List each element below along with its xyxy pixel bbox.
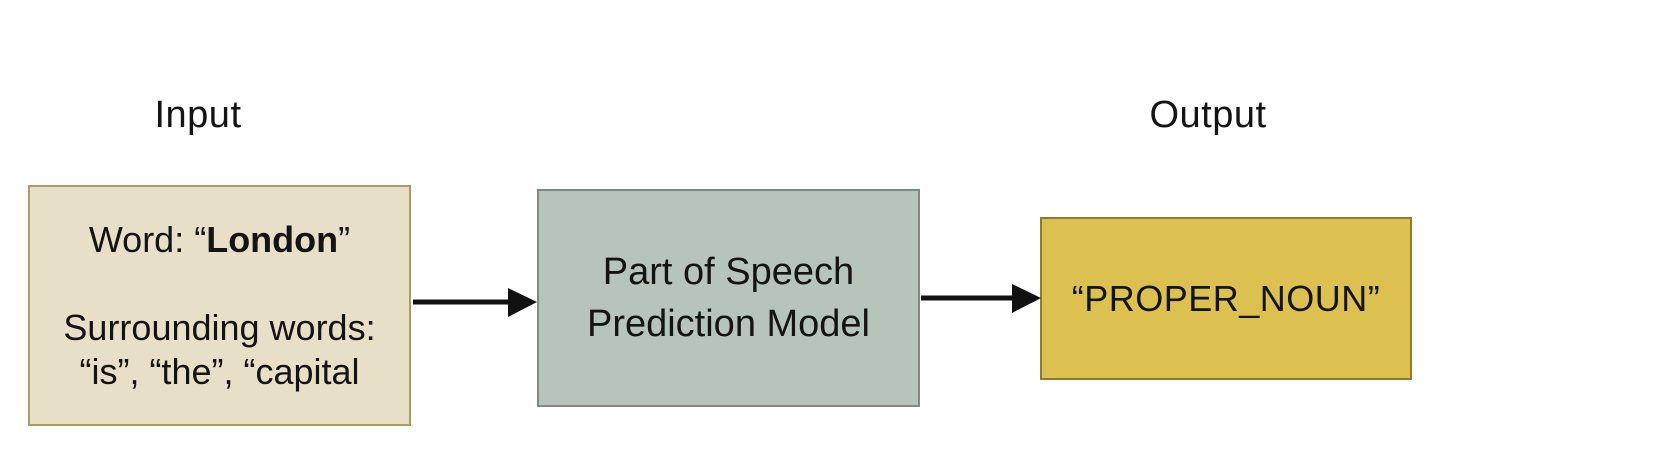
input-word-prefix: Word: “	[88, 218, 207, 260]
input-box: Word: “London” Surrounding words: “is”, …	[28, 185, 411, 426]
arrowhead-icon	[1012, 284, 1041, 313]
surrounding-words-value: “is”, “the”, “capital	[79, 350, 360, 392]
model-box-line1: Part of Speech	[602, 251, 855, 293]
model-box: Part of Speech Prediction Model	[537, 189, 920, 407]
output-box: “PROPER_NOUN”	[1040, 217, 1412, 380]
model-box-line2: Prediction Model	[586, 303, 871, 345]
input-label: Input	[154, 94, 242, 136]
arrow-model-to-output	[921, 284, 1041, 313]
output-label: Output	[1149, 94, 1267, 136]
surrounding-words-label: Surrounding words:	[63, 306, 376, 348]
arrow-input-to-model	[413, 288, 537, 317]
output-box-text: “PROPER_NOUN”	[1071, 277, 1381, 319]
input-word-line: Word: “London”	[89, 218, 350, 262]
input-word-suffix: ”	[338, 218, 351, 260]
input-word-value: London	[206, 218, 339, 260]
arrowhead-icon	[508, 288, 537, 317]
